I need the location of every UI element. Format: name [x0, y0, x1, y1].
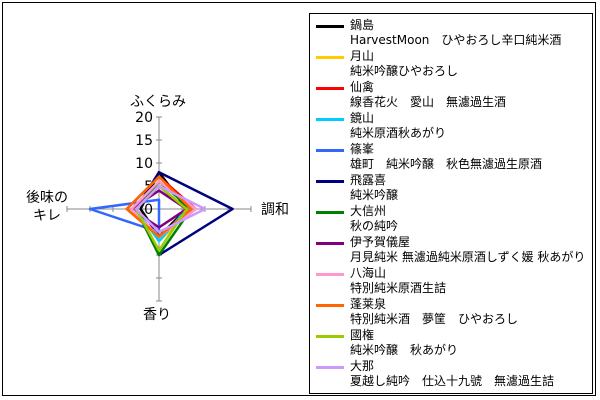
legend-swatch [316, 149, 344, 152]
legend-series-name: 蓬莱泉 [350, 297, 387, 311]
legend-swatch [316, 366, 344, 369]
legend-series-detail: 純米吟醸 [350, 188, 399, 202]
legend-series-name: 大信州 [350, 204, 387, 218]
legend-swatch [316, 335, 344, 338]
axis-label-fukurami: ふくらみ [130, 94, 186, 110]
legend-item: 國権純米吟醸 秋あがり [310, 326, 592, 357]
axis-label-kire: 後味の キレ [17, 189, 77, 225]
legend-series-detail: 純米原酒秋あがり [350, 126, 447, 140]
legend-item: 仙禽線香花火 愛山 無濾過生酒 [310, 78, 592, 109]
legend-series-name: 篠峯 [350, 142, 375, 156]
legend-item: 篠峯雄町 純米吟醸 秋色無濾過生原酒 [310, 140, 592, 171]
legend-item: 大信州秋の純吟 [310, 202, 592, 233]
tick-label: 10 [135, 156, 153, 172]
legend-swatch [316, 211, 344, 214]
legend-swatch [316, 273, 344, 276]
legend-series-detail: 特別純米酒 夢筐 ひやおろし [350, 312, 519, 326]
legend-series-name: 月山 [350, 49, 375, 63]
legend-item: 鏡山純米原酒秋あがり [310, 109, 592, 140]
legend-series-name: 鍋島 [350, 18, 375, 32]
axis-label-kire-line2: キレ [33, 208, 61, 224]
legend-swatch [316, 25, 344, 28]
legend-item: 蓬莱泉特別純米酒 夢筐 ひやおろし [310, 295, 592, 326]
legend-series-name: 大那 [350, 359, 375, 373]
legend-swatch [316, 180, 344, 183]
legend-item: 伊予賀儀屋月見純米 無濾過純米原酒しずく媛 秋あがり [310, 233, 592, 264]
legend-swatch [316, 56, 344, 59]
series-line-11 [134, 184, 207, 234]
legend-item: 月山純米吟醸ひやおろし [310, 47, 592, 78]
legend-series-name: 國権 [350, 328, 375, 342]
legend-series-detail: 夏越し純吟 仕込十九號 無濾過生詰 [350, 374, 555, 388]
legend-series-name: 八海山 [350, 266, 387, 280]
legend-swatch [316, 304, 344, 307]
legend-item: 飛露喜純米吟醸 [310, 171, 592, 202]
tick-label: 20 [135, 110, 153, 126]
legend-series-detail: 特別純米原酒生詰 [350, 281, 447, 295]
axis-label-chowa: 調和 [261, 202, 289, 218]
legend-item: 八海山特別純米原酒生詰 [310, 264, 592, 295]
axis-label-kire-line1: 後味の [26, 190, 68, 206]
legend-series-detail: 雄町 純米吟醸 秋色無濾過生原酒 [350, 157, 543, 171]
legend-series-detail: 月見純米 無濾過純米原酒しずく媛 秋あがり [350, 250, 586, 264]
legend-swatch [316, 118, 344, 121]
legend-swatch [316, 242, 344, 245]
legend-item: 大那夏越し純吟 仕込十九號 無濾過生詰 [310, 357, 592, 388]
legend-swatch [316, 87, 344, 90]
legend-series-name: 鏡山 [350, 111, 375, 125]
series-line-9 [125, 175, 193, 238]
legend-series-name: 伊予賀儀屋 [350, 235, 411, 249]
legend-series-name: 仙禽 [350, 80, 375, 94]
tick-label: 15 [135, 133, 153, 149]
legend-series-name: 飛露喜 [350, 173, 387, 187]
legend-series-detail: HarvestMoon ひやおろし辛口純米酒 [350, 33, 562, 47]
tick-label: 0 [144, 202, 153, 218]
legend-series-detail: 純米吟醸 秋あがり [350, 343, 459, 357]
legend-series-detail: 線香花火 愛山 無濾過生酒 [350, 95, 507, 109]
axis-label-kaori: 香り [143, 307, 171, 323]
legend-series-detail: 純米吟醸ひやおろし [350, 64, 459, 78]
legend-series-detail: 秋の純吟 [350, 219, 399, 233]
